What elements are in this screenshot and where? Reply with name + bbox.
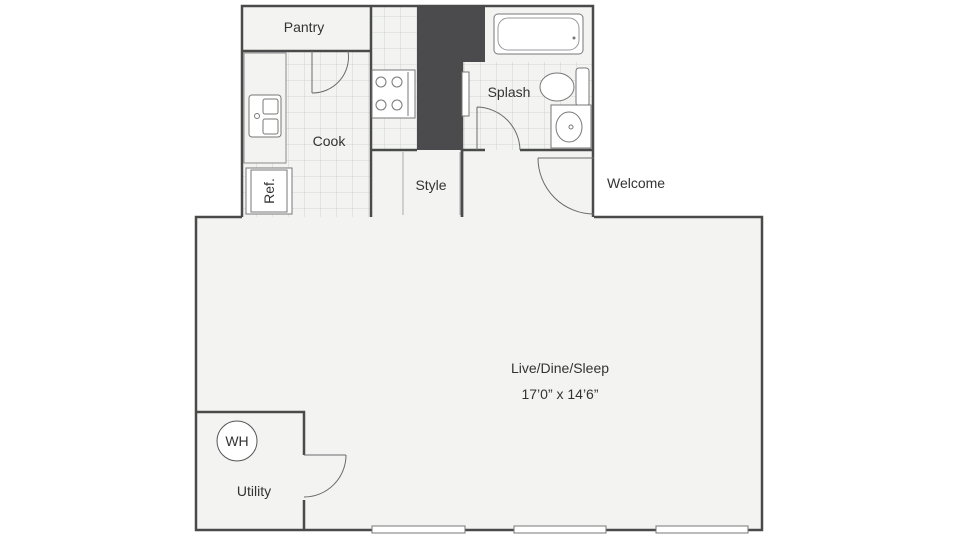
splash-door [476, 106, 521, 151]
drain-icon [572, 36, 576, 40]
sink-basin-bottom [262, 118, 279, 135]
style-floor [371, 150, 462, 217]
outer-wall [194, 4, 764, 532]
pantry-door [311, 50, 349, 94]
window [513, 525, 607, 534]
pantry-label: Pantry [284, 19, 324, 35]
window [371, 525, 466, 534]
toilet-bowl [539, 72, 575, 102]
water-heater-label: WH [225, 433, 248, 449]
toilet-tank [575, 67, 590, 107]
refrigerator-label: Ref. [261, 178, 277, 204]
welcome-label: Welcome [607, 175, 665, 191]
hall-floor [462, 150, 594, 217]
refrigerator-inner [250, 169, 288, 213]
sink [248, 94, 282, 138]
utility-label: Utility [237, 483, 271, 499]
style-label: Style [415, 177, 446, 193]
splash-label: Splash [488, 84, 531, 100]
burner-icon [375, 99, 387, 111]
cook-label: Cook [313, 133, 347, 149]
bathtub-inner [497, 17, 580, 51]
shaft-cap [462, 6, 485, 62]
bath-drain-icon [568, 124, 574, 130]
window [655, 525, 749, 534]
splash-wall-strip [461, 71, 470, 117]
refrigerator [245, 167, 293, 215]
welcome-door [537, 157, 595, 215]
interior-walls [196, 6, 595, 530]
sink-basin-top [262, 98, 279, 115]
living-dimensions: 17’0” x 14’6” [521, 386, 598, 402]
faucet-icon [254, 113, 260, 119]
utility-door [303, 454, 347, 498]
bath-sink [555, 111, 583, 143]
mechanical-shaft [417, 6, 462, 150]
living-label: Live/Dine/Sleep [511, 360, 609, 376]
pantry-floor [242, 6, 371, 51]
burner-icon [391, 76, 403, 88]
burner-icon [391, 99, 403, 111]
water-heater [216, 420, 258, 462]
bathtub [493, 13, 584, 55]
burner-icon [375, 76, 387, 88]
